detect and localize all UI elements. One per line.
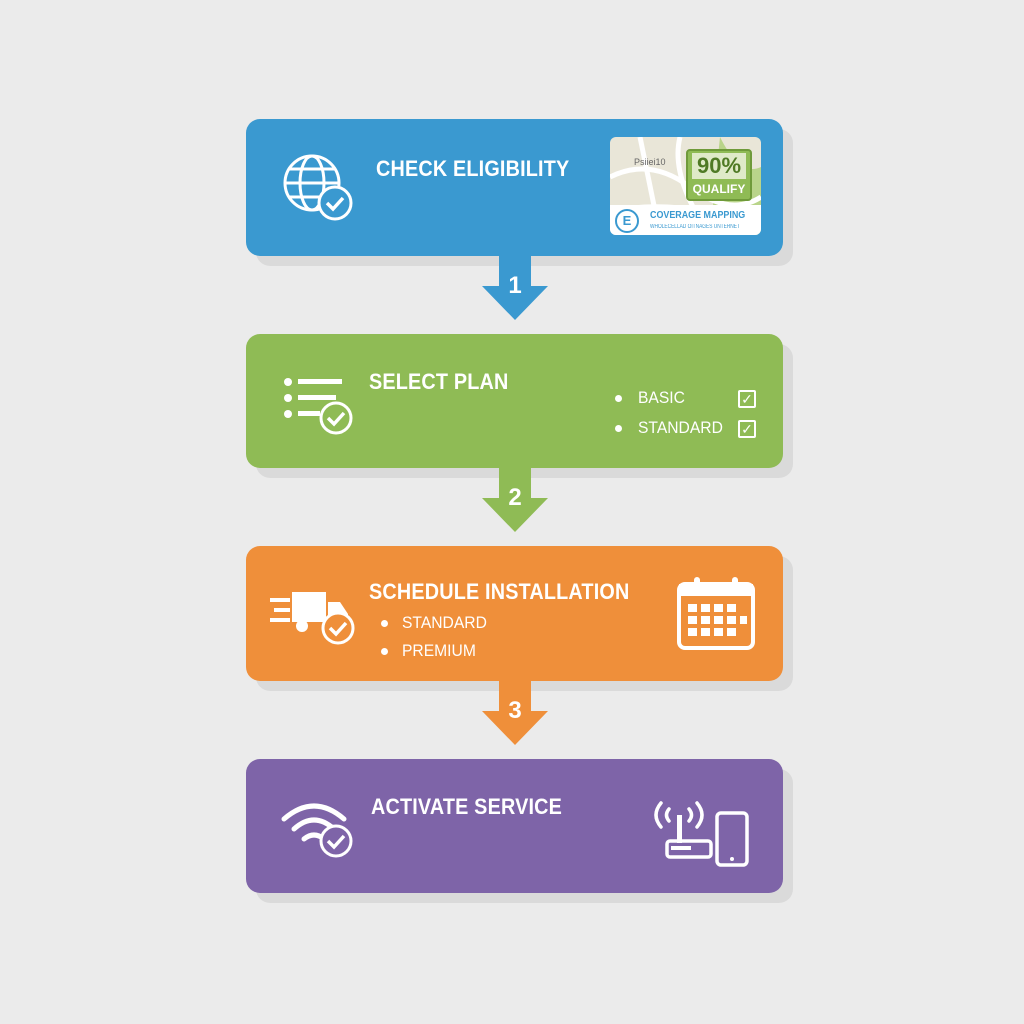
bullet-icon — [615, 395, 622, 402]
map-subtitle: WHOLECELLAD OITNAGES UNTERNET — [650, 224, 740, 230]
coverage-map-card: Psiiei10 90% QUALIFY E COVERAGE MAPPING … — [610, 137, 761, 235]
qualify-badge: 90% QUALIFY — [686, 149, 752, 201]
step-title: CHECK ELIGIBILITY — [376, 156, 570, 181]
globe-check-icon — [283, 154, 353, 221]
install-option-standard[interactable]: STANDARD — [402, 613, 487, 632]
step-title: SCHEDULE INSTALLATION — [369, 579, 630, 604]
badge-value: 90% — [692, 153, 746, 179]
step-number: 3 — [508, 697, 522, 724]
step-title: SELECT PLAN — [369, 369, 509, 394]
bullet-icon — [381, 620, 388, 627]
install-option-premium[interactable]: PREMIUM — [402, 641, 476, 660]
bullet-icon — [381, 648, 388, 655]
checkbox-icon[interactable]: ✓ — [738, 420, 756, 438]
step-number: 1 — [508, 272, 522, 299]
delivery-truck-check-icon — [270, 592, 355, 645]
step-number: 2 — [508, 484, 522, 511]
logo-icon: E — [615, 209, 639, 233]
step-check-eligibility: CHECK ELIGIBILITY Psiiei10 90% QUALIFY E… — [246, 119, 783, 256]
list-check-icon — [284, 378, 353, 435]
step-select-plan: SELECT PLAN BASIC ✓ STANDARD ✓ — [246, 334, 783, 468]
step-arrow-1: 1 — [482, 256, 548, 320]
router-phone-icon — [654, 801, 749, 867]
map-heading: COVERAGE MAPPING — [650, 209, 746, 221]
calendar-icon — [677, 577, 755, 650]
wifi-check-icon — [281, 803, 353, 858]
step-title: ACTIVATE SERVICE — [371, 794, 563, 819]
step-arrow-2: 2 — [482, 468, 548, 532]
bullet-icon — [615, 425, 622, 432]
plan-option-basic[interactable]: BASIC — [638, 388, 685, 407]
badge-label: QUALIFY — [692, 182, 746, 196]
map-place-label: Psiiei10 — [634, 157, 666, 167]
plan-option-standard[interactable]: STANDARD — [638, 418, 723, 437]
step-arrow-3: 3 — [482, 681, 548, 745]
step-activate-service: ACTIVATE SERVICE — [246, 759, 783, 893]
step-schedule-installation: SCHEDULE INSTALLATION STANDARD PREMIUM — [246, 546, 783, 681]
checkbox-icon[interactable]: ✓ — [738, 390, 756, 408]
